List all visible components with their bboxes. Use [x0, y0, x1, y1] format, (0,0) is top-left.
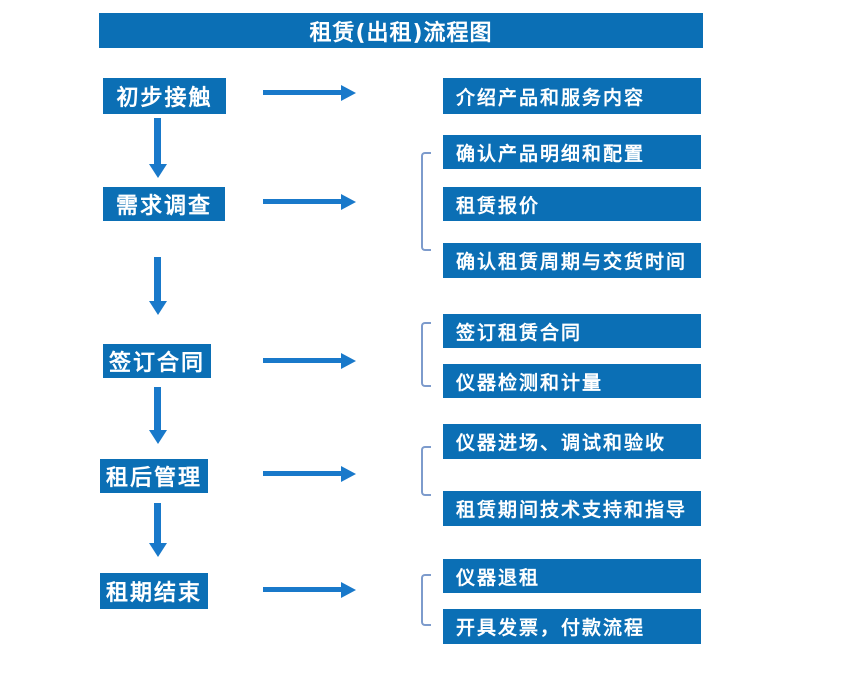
output-box-instrument-setup-acceptance: 仪器进场、调试和验收 — [443, 424, 701, 459]
group-bracket — [421, 152, 431, 251]
output-box-confirm-period-delivery: 确认租赁周期与交货时间 — [443, 243, 701, 278]
output-box-introduce-products-services: 介绍产品和服务内容 — [443, 78, 701, 114]
stage-box-initial-contact: 初步接触 — [103, 78, 226, 114]
stage-box-post-rental-management: 租后管理 — [100, 459, 208, 493]
right-arrow-icon — [263, 582, 356, 598]
right-arrow-icon — [263, 194, 356, 210]
group-bracket — [421, 322, 431, 387]
right-arrow-icon — [263, 85, 356, 101]
down-arrow-icon — [149, 387, 167, 444]
down-arrow-icon — [149, 503, 167, 557]
stage-box-lease-end: 租期结束 — [100, 573, 208, 609]
output-box-rental-quote: 租赁报价 — [443, 187, 701, 221]
group-bracket — [421, 574, 431, 626]
output-box-instrument-return: 仪器退租 — [443, 559, 701, 593]
output-box-invoice-payment: 开具发票，付款流程 — [443, 609, 701, 644]
output-box-instrument-testing-metering: 仪器检测和计量 — [443, 364, 701, 398]
down-arrow-icon — [149, 257, 167, 315]
group-bracket — [421, 446, 431, 496]
right-arrow-icon — [263, 353, 356, 369]
down-arrow-icon — [149, 118, 167, 178]
right-arrow-icon — [263, 466, 356, 482]
output-box-sign-rental-contract: 签订租赁合同 — [443, 314, 701, 348]
stage-box-demand-survey: 需求调查 — [103, 187, 225, 221]
output-box-rental-tech-support: 租赁期间技术支持和指导 — [443, 491, 701, 526]
stage-box-contract-signing: 签订合同 — [103, 344, 211, 378]
output-box-confirm-product-config: 确认产品明细和配置 — [443, 135, 701, 169]
diagram-title: 租赁(出租)流程图 — [99, 13, 703, 48]
